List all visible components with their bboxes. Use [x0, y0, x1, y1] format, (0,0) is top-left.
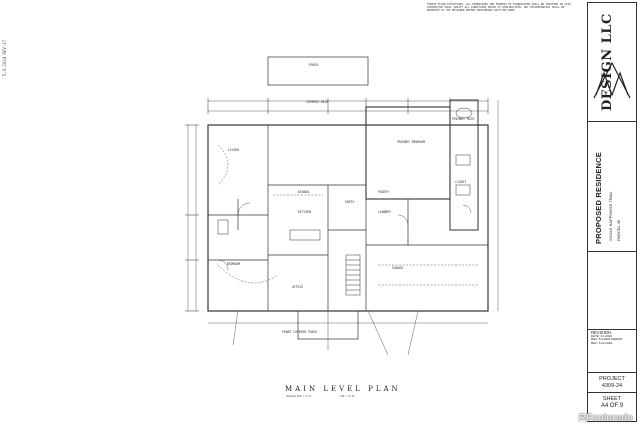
general-notes: FINISH FLOOR ELEVATIONS, ALL DIMENSIONS … [427, 3, 573, 13]
room-label-garage: GARAGE [392, 266, 404, 270]
room-label-pantry: PANTRY [378, 190, 390, 194]
project-number: 4309-24 [601, 383, 623, 389]
side-stamp: 5.9.2024 REV-17 [2, 40, 7, 77]
firm-logo: DESIGN LLC [588, 3, 636, 122]
plan-title: MAIN LEVEL PLAN [285, 385, 401, 393]
project-address: XXXXX HAPPINESS TRAIL [608, 191, 613, 241]
sheet-label: SHEET [602, 396, 622, 402]
room-label-primary-bedroom: PRIMARY BEDROOM [397, 140, 425, 144]
project-parcel: PARCEL 49 [616, 219, 621, 241]
room-label-covered-deck: COVERED DECK [306, 100, 329, 104]
room-label-dining: DINING [298, 190, 310, 194]
revision-label: REVISION [591, 330, 612, 335]
project-number-block: PROJECT 4309-24 [588, 373, 636, 393]
room-label-laundry: LAUNDRY [378, 210, 392, 214]
sheet-number-block: SHEET A4 OF 9 [588, 393, 636, 421]
revision-entry: DATE: 4.1.2024 [591, 333, 613, 338]
room-label-front-porch: FRONT COVERED PORCH [282, 330, 318, 334]
plan-scale-left: SCALE 1/8" = 1'-0" [286, 394, 312, 398]
room-label-primary-bath: PRIMARY BATH [452, 117, 475, 121]
project-label: PROJECT [599, 376, 625, 382]
room-label-entry: ENTRY [345, 200, 355, 204]
title-block: DESIGN LLC PROPOSED RESIDENCE XXXXX HAPP… [587, 2, 637, 422]
firm-logo-mark-icon [593, 61, 631, 99]
room-label-closet: CLOSET [455, 180, 467, 184]
title-block-blank-panel [588, 251, 636, 330]
watermark: REcolorado [578, 413, 633, 424]
project-info: PROPOSED RESIDENCE XXXXX HAPPINESS TRAIL… [588, 121, 636, 252]
project-title: PROPOSED RESIDENCE [594, 152, 603, 244]
revision-block: REVISION DATE: 4.1.2024 REV: 5.9.2024 PE… [588, 329, 636, 373]
revision-entry: REV: 5.9.2024 PERMIT [591, 337, 623, 342]
room-label-kitchen: KITCHEN [298, 210, 312, 214]
room-label-living: LIVING [228, 148, 240, 152]
plan-scale-right: 1/8" = 1'-0" [340, 394, 355, 398]
revision-entry: REV: 5.22.2024 [591, 340, 613, 345]
room-label-bedroom: BEDROOM [227, 262, 241, 266]
sheet-number: A4 OF 9 [600, 403, 624, 409]
firm-name: DESIGN LLC [600, 13, 615, 111]
floor-plan-drawing [185, 56, 499, 356]
room-label-office: OFFICE [292, 285, 304, 289]
room-label-porch: PORCH [309, 63, 319, 67]
